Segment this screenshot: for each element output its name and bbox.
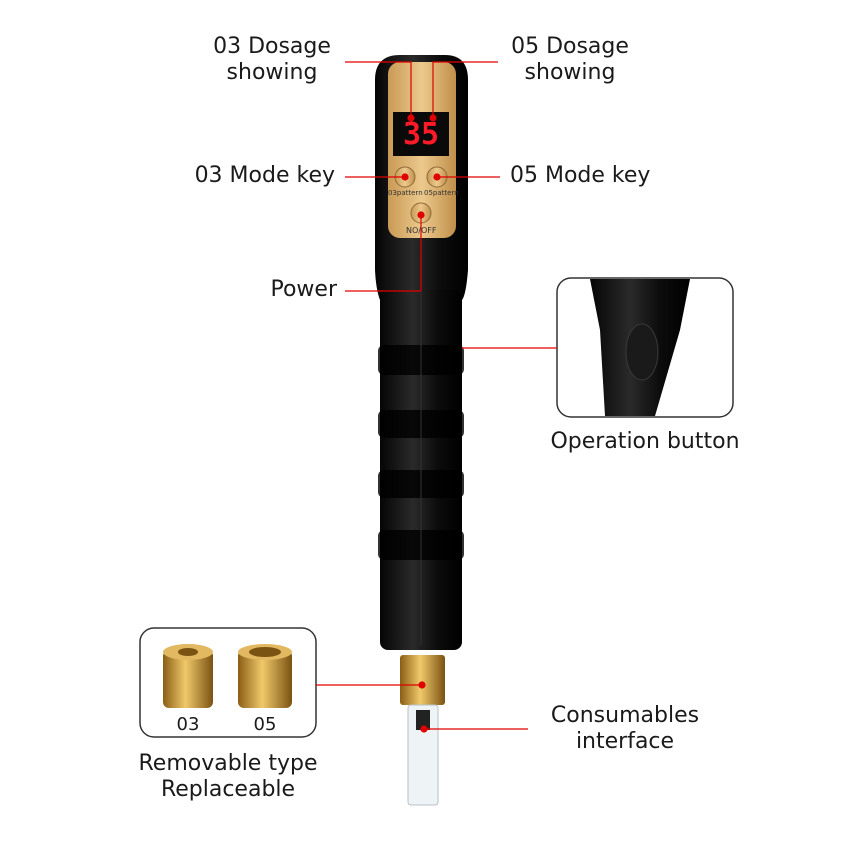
dosage-display: 35 [402, 117, 440, 152]
removable-line1: Removable type [138, 751, 318, 776]
callout-lines [316, 61, 557, 733]
adapter-03-icon [163, 644, 213, 708]
mode-key-05-label: 05 Mode key [510, 163, 651, 188]
consumables-label: Consumables interface [530, 703, 720, 755]
power-button-label: NO/OFF [406, 226, 437, 235]
adapter-05-icon [238, 644, 292, 708]
dosage-03-label: 03 Dosage showing [192, 34, 352, 86]
button-05-label: 05pattern [424, 189, 459, 197]
dosage-03-line1: 03 Dosage [213, 34, 331, 59]
consumables-line1: Consumables [550, 703, 700, 728]
dosage-05-label: 05 Dosage showing [490, 34, 650, 86]
power-label: Power [270, 277, 337, 302]
adapter-05-label: 05 [253, 714, 277, 735]
button-03-label: 03pattern [388, 189, 423, 197]
dosage-03-line2: showing [226, 60, 318, 85]
consumables-line2: interface [575, 729, 675, 754]
removable-line2: Replaceable [160, 777, 296, 802]
dosage-05-line2: showing [524, 60, 616, 85]
syringe [407, 704, 439, 806]
operation-button-label: Operation button [550, 429, 740, 454]
brass-collar [400, 655, 445, 705]
dosage-05-line1: 05 Dosage [511, 34, 629, 59]
removable-label: Removable type Replaceable [118, 751, 338, 803]
operation-button-icon [625, 323, 659, 381]
mode-key-03-label: 03 Mode key [194, 163, 335, 188]
adapter-03-label: 03 [176, 714, 200, 735]
display-screen [393, 112, 449, 156]
